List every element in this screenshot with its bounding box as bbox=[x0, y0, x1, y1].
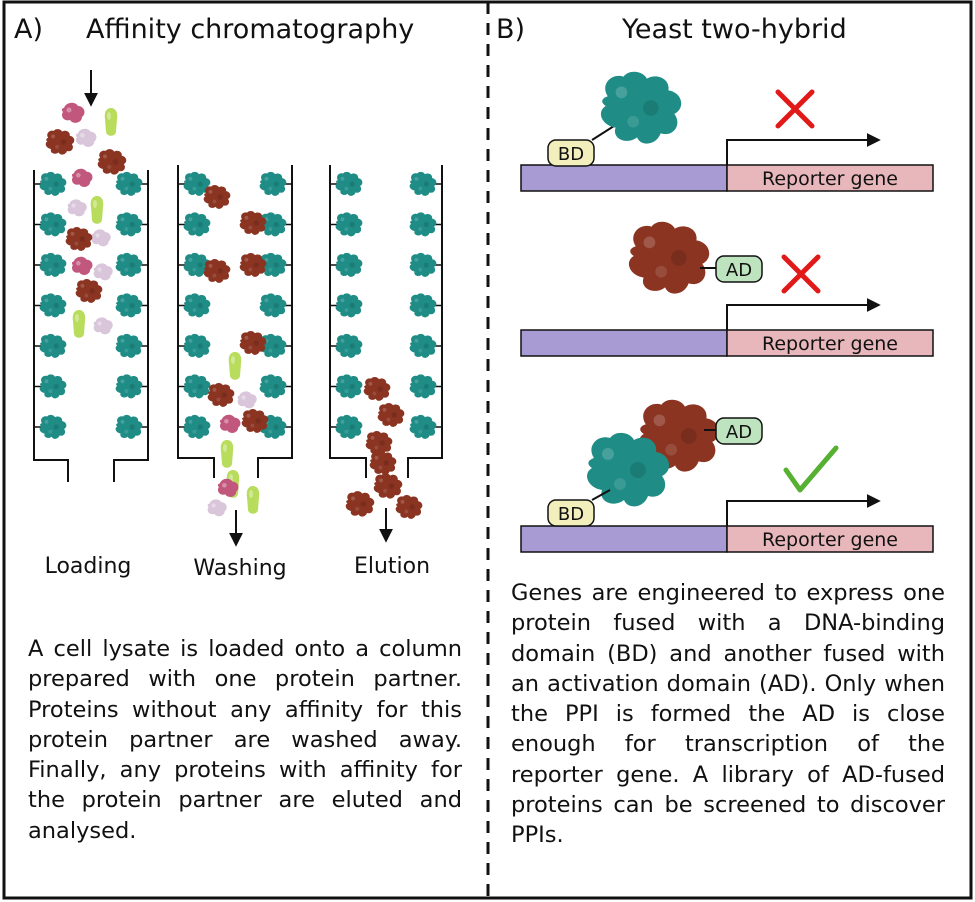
dna-strand bbox=[520, 329, 728, 357]
y2h-scenario-ad-only: Reporter gene AD bbox=[520, 221, 934, 357]
panel-a-label: A) bbox=[14, 14, 43, 45]
green-protein bbox=[246, 486, 260, 514]
column-loading-left-wall bbox=[33, 170, 69, 482]
column-washing bbox=[177, 165, 293, 478]
check-icon bbox=[783, 445, 839, 493]
panel-b-label: B) bbox=[496, 14, 525, 45]
immobilized-bait-proteins bbox=[34, 171, 442, 439]
panel-b-title: Yeast two-hybrid bbox=[621, 14, 847, 45]
column-elution-left-wall bbox=[329, 165, 367, 478]
column-elution bbox=[329, 165, 443, 478]
bd-linker bbox=[591, 489, 611, 501]
column-loading bbox=[33, 170, 149, 482]
transcription-start-arrow bbox=[726, 133, 881, 165]
ad-tag-label: AD bbox=[726, 422, 752, 443]
panel-b-description: Genes are engineered to express one prot… bbox=[511, 580, 945, 849]
column-washing-right-wall bbox=[257, 165, 293, 478]
ad-tag bbox=[715, 417, 763, 445]
green-protein bbox=[104, 108, 118, 136]
green-protein bbox=[220, 440, 234, 468]
panel-a-description: A cell lysate is loaded onto a column pr… bbox=[28, 636, 462, 844]
reporter-gene-label: Reporter gene bbox=[762, 168, 898, 190]
column-elution-right-wall bbox=[407, 165, 443, 478]
bd-linker bbox=[591, 125, 615, 141]
reporter-gene bbox=[726, 329, 934, 357]
column-loading-right-wall bbox=[113, 170, 149, 482]
reporter-gene-label: Reporter gene bbox=[762, 529, 898, 551]
bd-tag-label: BD bbox=[558, 144, 584, 165]
bd-tag-label: BD bbox=[558, 504, 584, 525]
step-label-loading: Loading bbox=[45, 554, 132, 579]
green-protein bbox=[90, 196, 104, 224]
dna-strand bbox=[520, 525, 728, 553]
step-label-elution: Elution bbox=[354, 554, 430, 579]
reporter-gene bbox=[726, 164, 934, 192]
ad-tag-label: AD bbox=[726, 260, 752, 281]
bd-tag bbox=[547, 139, 595, 167]
y2h-scenario-interaction: Reporter gene AD BD bbox=[520, 399, 934, 553]
transcription-start-arrow bbox=[726, 494, 881, 526]
reporter-gene-label: Reporter gene bbox=[762, 333, 898, 355]
green-protein bbox=[72, 310, 86, 338]
reporter-gene bbox=[726, 525, 934, 553]
y2h-scenario-bd-only: Reporter gene BD bbox=[520, 71, 934, 192]
panel-a-title: Affinity chromatography bbox=[86, 14, 414, 45]
green-protein bbox=[228, 352, 242, 380]
ad-tag bbox=[715, 255, 763, 283]
dna-strand bbox=[520, 164, 728, 192]
step-label-washing: Washing bbox=[193, 556, 286, 581]
cross-icon bbox=[775, 89, 815, 129]
transcription-start-arrow bbox=[726, 298, 881, 330]
bd-tag bbox=[547, 499, 595, 527]
column-washing-left-wall bbox=[177, 165, 215, 478]
cross-icon bbox=[781, 254, 821, 294]
